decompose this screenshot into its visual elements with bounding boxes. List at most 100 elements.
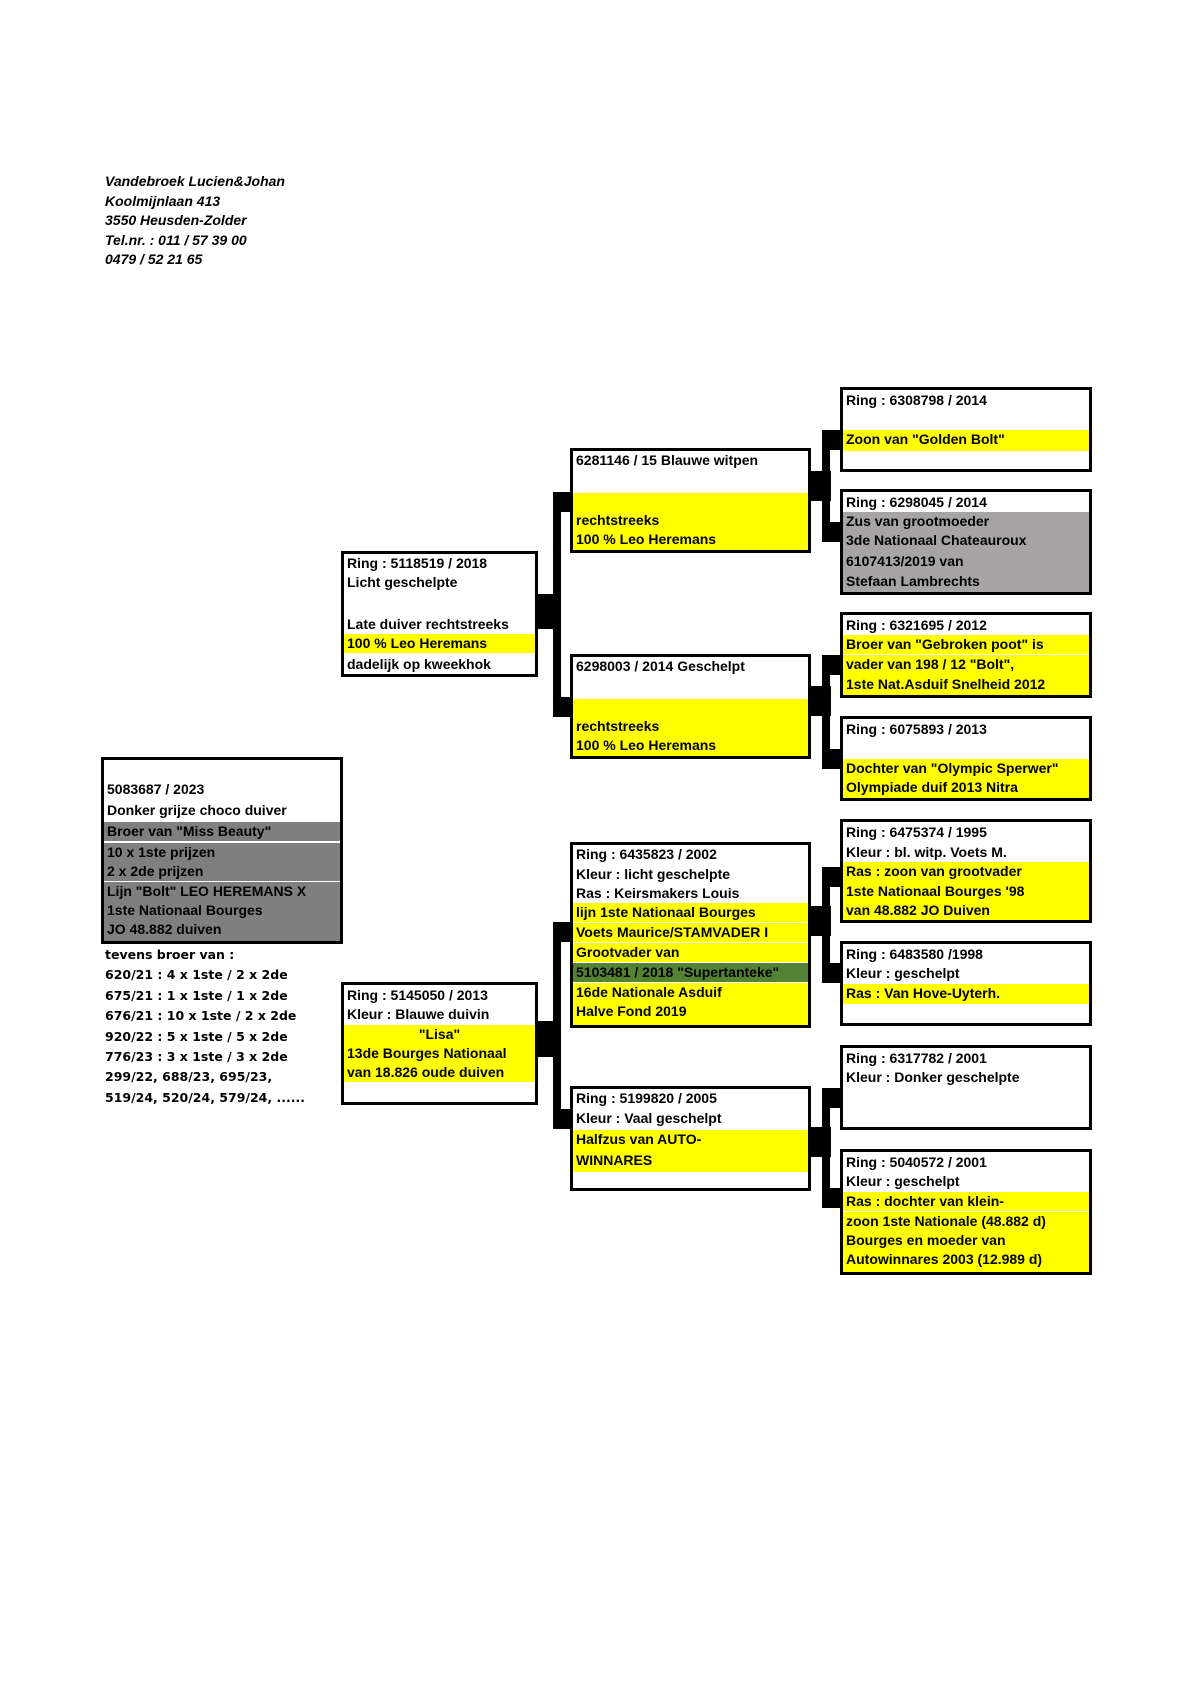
- connector-ssd: [822, 522, 840, 542]
- ds-line-1: Ring : 6435823 / 2002: [576, 846, 717, 862]
- note-line: tevens broer van :: [105, 947, 235, 962]
- sire-line-2: Licht geschelpte: [347, 574, 458, 590]
- ssd-line-3: 3de Nationaal Chateauroux: [843, 531, 1089, 552]
- ddd-line-2: Kleur : geschelpt: [846, 1173, 960, 1189]
- ds-line-9: Halve Fond 2019: [573, 1002, 808, 1025]
- sire-line-4: Late duiver rechtstreeks: [347, 616, 509, 632]
- sd-blank: [573, 699, 808, 717]
- connector-dd: [553, 1109, 570, 1129]
- owner-mobile: 0479 / 52 21 65: [105, 251, 203, 268]
- sdd-line-3: Dochter van "Olympic Sperwer": [843, 759, 1089, 778]
- dsd-line-1: Ring : 6483580 /1998: [846, 946, 983, 962]
- dd-line-2: Kleur : Vaal geschelpt: [576, 1110, 722, 1126]
- connector-sire-trunk: [553, 492, 561, 713]
- dam-sire-box: Ring : 6435823 / 2002 Kleur : licht gesc…: [570, 842, 811, 1028]
- dam-line-1: Ring : 5145050 / 2013: [347, 987, 488, 1003]
- main-line-3: Broer van "Miss Beauty": [104, 822, 340, 841]
- connector-ss: [553, 492, 570, 512]
- main-line-5: 2 x 2de prijzen: [104, 862, 340, 881]
- ds-line-6: Grootvader van: [573, 943, 808, 962]
- ssd-line-2: Zus van grootmoeder: [843, 512, 1089, 531]
- ssd-line-1: Ring : 6298045 / 2014: [846, 494, 987, 510]
- ddd-box: Ring : 5040572 / 2001 Kleur : geschelpt …: [840, 1149, 1092, 1275]
- dds-line-2: Kleur : Donker geschelpte: [846, 1069, 1020, 1085]
- main-line-8: JO 48.882 duiven: [104, 920, 340, 941]
- owner-name: Vandebroek Lucien&Johan: [105, 173, 285, 189]
- connector-dam-trunk: [553, 922, 561, 1129]
- ddd-line-5: Bourges en moeder van: [843, 1231, 1089, 1250]
- ss-blank: [573, 493, 808, 511]
- ddd-line-3: Ras : dochter van klein-: [843, 1192, 1089, 1211]
- dam-line-5: van 18.826 oude duiven: [344, 1063, 535, 1082]
- sire-dam-box: 6298003 / 2014 Geschelpt rechtstreeks 10…: [570, 654, 811, 759]
- dd-line-1: Ring : 5199820 / 2005: [576, 1090, 717, 1106]
- dd-line-3: Halfzus van AUTO-: [573, 1130, 808, 1151]
- ddd-line-1: Ring : 5040572 / 2001: [846, 1154, 987, 1170]
- ds-line-2: Kleur : licht geschelpte: [576, 866, 731, 882]
- note-line: 519/24, 520/24, 579/24, ......: [105, 1089, 305, 1105]
- ssd-line-4: 6107413/2019 van: [843, 552, 1089, 572]
- sire-line-5: 100 % Leo Heremans: [344, 634, 535, 653]
- dam-dam-box: Ring : 5199820 / 2005 Kleur : Vaal gesch…: [570, 1086, 811, 1191]
- sd-line-1: 6298003 / 2014 Geschelpt: [576, 658, 745, 674]
- connector-ddd: [822, 1188, 840, 1208]
- dss-line-5: van 48.882 JO Duiven: [843, 901, 1089, 920]
- note-line: 675/21 : 1 x 1ste / 1 x 2de: [105, 987, 288, 1003]
- sds-line-4: 1ste Nat.Asduif Snelheid 2012: [843, 675, 1089, 695]
- ssd-line-5: Stefaan Lambrechts: [843, 572, 1089, 592]
- main-line-6: Lijn "Bolt" LEO HEREMANS X: [104, 882, 340, 901]
- connector-dss: [822, 867, 840, 887]
- sd-line-5: 100 % Leo Heremans: [573, 736, 808, 756]
- sss-line-1: Ring : 6308798 / 2014: [846, 392, 987, 408]
- ssd-box: Ring : 6298045 / 2014 Zus van grootmoede…: [840, 489, 1092, 595]
- owner-info: Vandebroek Lucien&Johan Koolmijnlaan 413…: [105, 172, 285, 270]
- main-line-7: 1ste Nationaal Bourges: [104, 901, 340, 920]
- main-pigeon-box: 5083687 / 2023 Donker grijze choco duive…: [101, 757, 343, 944]
- sds-line-1: Ring : 6321695 / 2012: [846, 617, 987, 633]
- main-notes: tevens broer van : 620/21 : 4 x 1ste / 2…: [105, 945, 305, 1108]
- dam-line-4: 13de Bourges Nationaal: [344, 1044, 535, 1063]
- ddd-line-4: zoon 1ste Nationale (48.882 d): [843, 1212, 1089, 1231]
- owner-address: Koolmijnlaan 413: [105, 192, 221, 209]
- dss-line-4: 1ste Nationaal Bourges '98: [843, 882, 1089, 901]
- connector-sd-trunk: [822, 655, 830, 769]
- connector-sss: [822, 430, 840, 450]
- dss-line-2: Kleur : bl. witp. Voets M.: [846, 844, 1007, 860]
- dss-line-3: Ras : zoon van grootvader: [843, 862, 1089, 882]
- ds-line-7: 5103481 / 2018 "Supertanteke": [573, 963, 808, 982]
- ds-line-4: lijn 1ste Nationaal Bourges: [573, 903, 808, 922]
- dam-line-2: Kleur : Blauwe duivin: [347, 1006, 490, 1022]
- dds-box: Ring : 6317782 / 2001 Kleur : Donker ges…: [840, 1045, 1092, 1130]
- sdd-line-4: Olympiade duif 2013 Nitra: [843, 778, 1089, 798]
- ss-line-1: 6281146 / 15 Blauwe witpen: [576, 452, 759, 468]
- connector-dsd: [822, 963, 840, 983]
- sire-sire-box: 6281146 / 15 Blauwe witpen rechtstreeks …: [570, 448, 811, 553]
- ds-line-3: Ras : Keirsmakers Louis: [576, 885, 740, 901]
- ss-line-5: 100 % Leo Heremans: [573, 530, 808, 550]
- sire-line-1: Ring : 5118519 / 2018: [347, 555, 488, 571]
- note-line: 299/22, 688/23, 695/23,: [105, 1069, 273, 1085]
- note-line: 776/23 : 3 x 1ste / 3 x 2de: [105, 1049, 288, 1065]
- main-line-4: 10 x 1ste prijzen: [104, 843, 340, 862]
- main-line-1: 5083687 / 2023: [107, 781, 205, 797]
- main-line-2: Donker grijze choco duiver: [107, 802, 287, 818]
- connector-sds: [822, 655, 840, 675]
- sds-line-3: vader van 198 / 12 "Bolt",: [843, 655, 1089, 675]
- ds-line-5: Voets Maurice/STAMVADER I: [573, 923, 808, 942]
- dd-line-4: WINNARES: [573, 1151, 808, 1172]
- connector-ds: [553, 922, 570, 942]
- note-line: 920/22 : 5 x 1ste / 5 x 2de: [105, 1028, 288, 1044]
- connector-sdd: [822, 749, 840, 769]
- dss-line-1: Ring : 6475374 / 1995: [846, 824, 987, 840]
- connector-ss-trunk: [822, 430, 830, 542]
- dsd-box: Ring : 6483580 /1998 Kleur : geschelpt R…: [840, 941, 1092, 1026]
- sire-box: Ring : 5118519 / 2018 Licht geschelpte L…: [341, 551, 538, 677]
- owner-city: 3550 Heusden-Zolder: [105, 212, 247, 229]
- note-line: 620/21 : 4 x 1ste / 2 x 2de: [105, 967, 288, 983]
- note-line: 676/21 : 10 x 1ste / 2 x 2de: [105, 1008, 297, 1024]
- sdd-line-1: Ring : 6075893 / 2013: [846, 721, 987, 737]
- connector-sd: [553, 697, 570, 717]
- dam-box: Ring : 5145050 / 2013 Kleur : Blauwe dui…: [341, 982, 538, 1105]
- ds-line-8: 16de Nationale Asduif: [573, 983, 808, 1002]
- sdd-box: Ring : 6075893 / 2013 Dochter van "Olymp…: [840, 716, 1092, 801]
